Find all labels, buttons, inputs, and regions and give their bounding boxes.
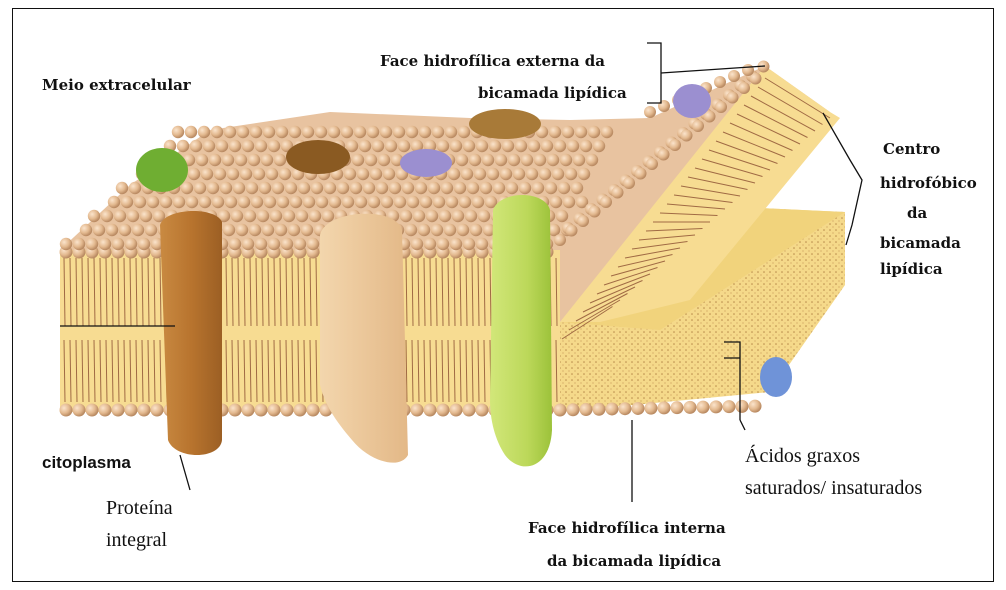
label-center-line2: hidrofóbico	[880, 170, 977, 196]
label-center-line4: bicamada	[880, 230, 961, 256]
peripheral-protein-purple-2	[673, 84, 711, 118]
integral-protein-brown	[160, 211, 222, 455]
pointer-fatty-acids	[740, 420, 745, 430]
peripheral-protein-brown-1	[286, 140, 350, 174]
label-outer-face-line2: bicamada lipídica	[478, 80, 627, 106]
label-protein-line2: integral	[106, 526, 167, 554]
label-center-line1: Centro	[883, 136, 940, 162]
label-cytoplasm: citoplasma	[42, 453, 131, 473]
pointer-protein	[180, 455, 190, 490]
label-extracellular: Meio extracelular	[42, 72, 191, 98]
label-protein-line1: Proteína	[106, 494, 173, 522]
label-fatty-acids-line1: Ácidos graxos	[745, 442, 860, 470]
peripheral-protein-blue	[760, 357, 792, 397]
label-center-line3: da	[907, 200, 927, 226]
label-center-line5: lipídica	[880, 256, 943, 282]
label-outer-face-line1: Face hidrofílica externa da	[380, 48, 605, 74]
integral-protein-green	[490, 195, 552, 466]
label-fatty-acids-line2: saturados/ insaturados	[745, 474, 922, 502]
glycoprotein-green	[136, 148, 188, 192]
peripheral-protein-purple-1	[400, 149, 452, 177]
bracket-outer-face	[647, 43, 661, 103]
label-inner-face-line1: Face hidrofílica interna	[528, 515, 726, 541]
peripheral-protein-brown-2	[469, 109, 541, 139]
label-inner-face-line2: da bicamada lipídica	[547, 548, 721, 574]
integral-protein-beige	[320, 214, 408, 463]
